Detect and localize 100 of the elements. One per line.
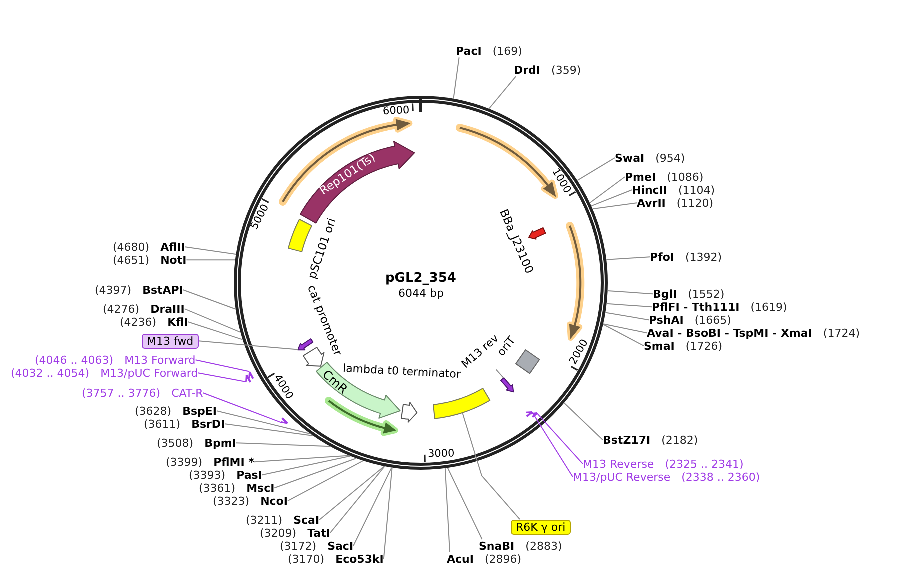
cut-site-position: (3172) xyxy=(280,540,317,553)
leader-line xyxy=(254,455,350,463)
enzyme-name: SmaI xyxy=(644,340,675,353)
enzyme-name: BglI xyxy=(653,288,678,301)
enzyme-name: AcuI xyxy=(447,552,474,566)
leader-line xyxy=(186,260,236,261)
plasmid-name: pGL2_354 xyxy=(386,272,456,284)
primer-mark xyxy=(248,370,254,380)
enzyme-name: DraIII xyxy=(150,302,185,316)
leader-line xyxy=(184,308,242,333)
cut-site-position: (4651) xyxy=(113,254,150,267)
primer-binding-range: (3757 .. 3776) xyxy=(82,386,161,400)
primer-site-marker xyxy=(500,377,515,394)
leader-line xyxy=(496,369,504,379)
cut-site-position: (1726) xyxy=(686,340,722,353)
reading-frame-arc xyxy=(278,114,415,207)
cut-site-position: (1086) xyxy=(667,170,704,184)
cut-site-position: (4236) xyxy=(120,316,157,329)
enzyme-name: SwaI xyxy=(615,152,645,165)
cut-site-position: (1665) xyxy=(694,314,732,327)
primer-name: M13/pUC Reverse xyxy=(573,470,671,484)
cut-site-position: (954) xyxy=(656,152,686,165)
cut-site-position: (1120) xyxy=(676,196,714,210)
primer-mark xyxy=(530,412,539,419)
cut-site-position: (3508) xyxy=(157,436,194,450)
enzyme-name: AvaI - BsoBI - TspMI - XmaI xyxy=(647,326,812,340)
enzyme-name: SnaBI xyxy=(479,540,515,553)
cut-site-position: (3399) xyxy=(166,456,203,469)
scale-number: 3000 xyxy=(428,448,455,460)
leader-line xyxy=(198,340,298,350)
primer-binding-range: (4032 .. 4054) xyxy=(11,366,90,380)
cut-site-position: (4680) xyxy=(113,240,150,254)
feature-tag: M13 fwd xyxy=(142,334,199,349)
reading-frame-arc xyxy=(324,396,400,438)
primer-name: M13/pUC Forward xyxy=(100,366,198,380)
leader-line xyxy=(202,392,282,424)
leader-line xyxy=(590,176,626,204)
leader-line xyxy=(262,456,352,476)
feature-tag: R6K γ ori xyxy=(511,520,571,535)
enzyme-name: DrdI xyxy=(514,64,541,77)
leader-line xyxy=(383,467,393,560)
cut-site-position: (3393) xyxy=(189,468,226,482)
cut-site-position: (4397) xyxy=(95,284,132,297)
cut-site-position: (2883) xyxy=(526,540,562,553)
leader-line xyxy=(602,324,644,347)
leader-line xyxy=(606,303,652,308)
leader-line xyxy=(182,290,236,310)
cut-site-position: (1619) xyxy=(750,300,788,314)
cut-site-position: (1552) xyxy=(688,288,725,301)
leader-line xyxy=(319,466,385,521)
cut-site-position: (2896) xyxy=(484,552,522,566)
leader-line xyxy=(536,413,584,465)
enzyme-name: BsrDI xyxy=(192,418,226,431)
primer-mark xyxy=(525,411,534,418)
enzyme-name: BstZ17I xyxy=(603,434,651,447)
feature-block xyxy=(432,387,492,421)
cut-site-position: (359) xyxy=(552,64,582,77)
enzyme-name: PfoI xyxy=(650,250,674,264)
leader-line xyxy=(605,312,650,321)
primer-name: M13 Forward xyxy=(124,354,196,367)
enzyme-name: PasI xyxy=(236,468,262,482)
cut-site-position: (3170) xyxy=(288,552,325,566)
leader-line xyxy=(577,158,616,182)
leader-line xyxy=(602,324,648,334)
primer-mark xyxy=(280,417,289,426)
enzyme-name: HincII xyxy=(632,184,668,197)
leader-line xyxy=(216,410,312,435)
leader-line xyxy=(224,424,314,436)
plasmid-length: 6044 bp xyxy=(398,288,444,298)
cut-site-position: (3323) xyxy=(213,494,250,508)
enzyme-name: NotI xyxy=(160,254,187,267)
scale-number: 6000 xyxy=(382,106,410,118)
cut-site-position: (1724) xyxy=(823,326,860,340)
leader-line xyxy=(488,76,516,110)
enzyme-name: BpmI xyxy=(204,436,236,450)
primer-site-marker xyxy=(296,338,314,351)
leader-line xyxy=(353,467,392,547)
primer-binding-range: (2338 .. 2360) xyxy=(682,470,760,484)
leader-line xyxy=(198,372,247,382)
leader-line xyxy=(274,458,357,489)
primer-mark xyxy=(244,374,252,384)
enzyme-name: PacI xyxy=(456,44,482,58)
cut-site-position: (2182) xyxy=(662,434,698,447)
leader-line xyxy=(462,413,520,520)
enzyme-name: PflFI - Tth111I xyxy=(652,300,740,314)
enzyme-name: AflII xyxy=(160,240,186,254)
enzyme-name: PflMI * xyxy=(214,456,254,469)
primer-binding-range: (4046 .. 4063) xyxy=(35,354,114,367)
primer-name: M13 Reverse xyxy=(583,458,654,471)
enzyme-name: NcoI xyxy=(260,494,288,508)
enzyme-name: BspEI xyxy=(182,404,217,418)
enzyme-name: SacI xyxy=(328,540,354,553)
enzyme-name: ScaI xyxy=(294,514,320,527)
leader-line xyxy=(236,442,331,448)
enzyme-name: MscI xyxy=(246,482,275,495)
primer-binding-range: (2325 .. 2341) xyxy=(665,458,744,471)
leader-line xyxy=(591,190,632,207)
enzyme-name: KflI xyxy=(168,316,188,329)
enzyme-name: TatI xyxy=(308,526,330,540)
leader-line xyxy=(447,468,483,540)
